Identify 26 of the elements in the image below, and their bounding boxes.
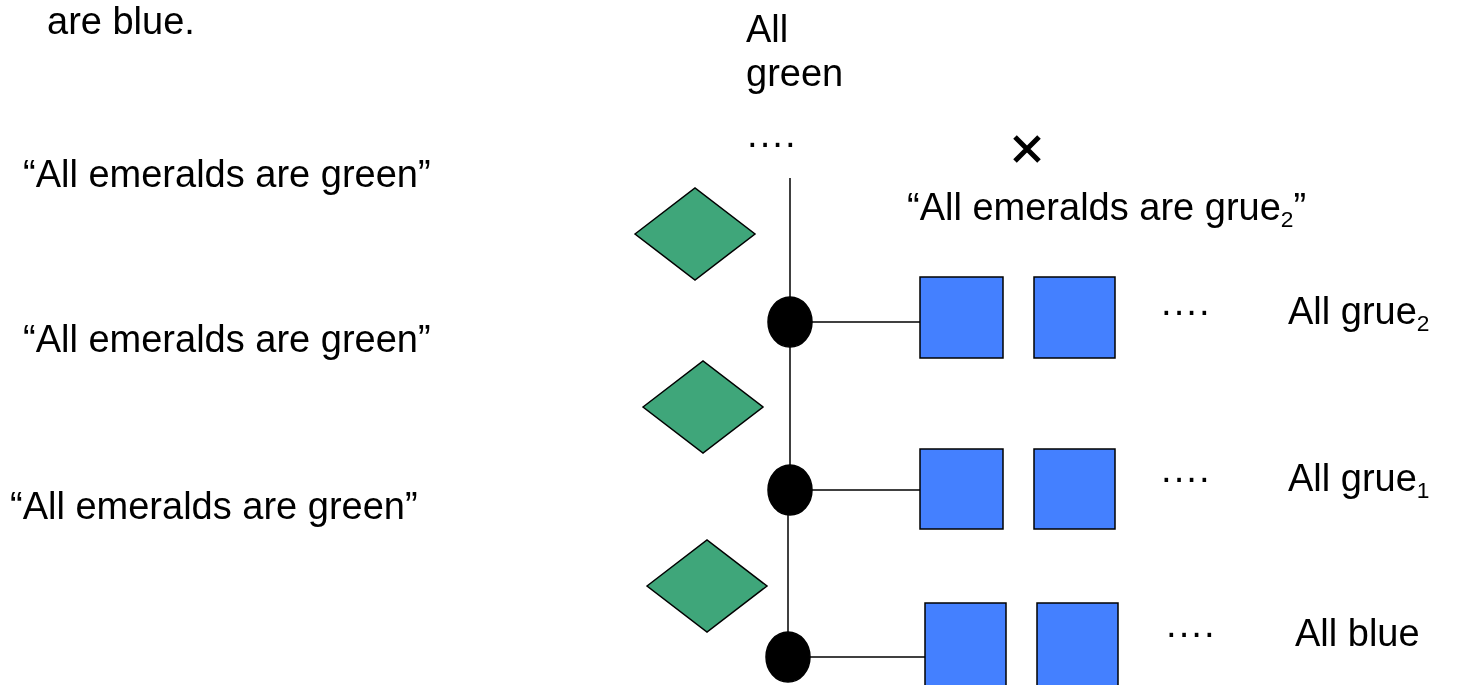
diamond-shape — [633, 187, 757, 281]
node-label: All green — [746, 8, 845, 96]
junction-dot — [767, 296, 813, 348]
note-text: are blue. — [47, 0, 195, 44]
junction-dot — [767, 464, 813, 516]
row-label: All grue$_{1}$ — [1288, 457, 1430, 501]
junction-dot — [765, 631, 811, 683]
square-shape — [919, 276, 1004, 359]
ellipsis-text: ···· — [1160, 290, 1211, 334]
square-shape — [1033, 276, 1116, 359]
ellipsis-text: ···· — [746, 122, 797, 166]
diamond-shape — [641, 360, 765, 454]
square-shape — [1033, 448, 1116, 530]
ellipsis-text: ···· — [1160, 457, 1211, 501]
quote-text: “All emeralds are green” — [23, 318, 431, 362]
ellipsis-text: ···· — [1165, 612, 1216, 656]
connector-line — [789, 346, 791, 466]
row-label: All grue$_{2}$ — [1288, 290, 1430, 334]
connector-line — [789, 177, 791, 298]
square-shape — [919, 448, 1004, 530]
connector-line — [787, 514, 789, 633]
quote-text: “All emeralds are green” — [10, 485, 418, 529]
diamond-shape — [645, 539, 769, 633]
quote-text: “All emeralds are green” — [23, 153, 431, 197]
quote-text: “All emeralds are grue$_{2}$” — [907, 186, 1307, 230]
row-label: All blue — [1295, 612, 1420, 656]
